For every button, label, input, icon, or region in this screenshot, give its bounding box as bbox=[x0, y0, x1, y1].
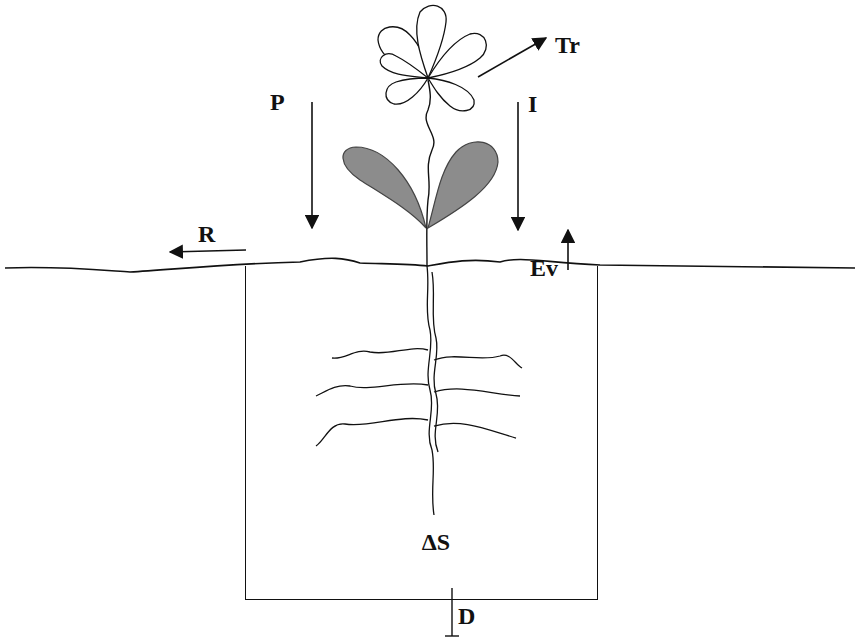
runoff-arrow bbox=[170, 250, 246, 252]
leaf bbox=[343, 147, 426, 228]
drainage-line bbox=[451, 588, 452, 636]
irrigation-label: I bbox=[528, 92, 537, 116]
precipitation-label: P bbox=[270, 90, 285, 114]
transpiration-label: Tr bbox=[555, 33, 580, 57]
drainage-label: D bbox=[458, 604, 475, 628]
evaporation-label: Ev bbox=[530, 256, 558, 280]
stem bbox=[426, 80, 434, 266]
leaf bbox=[428, 142, 498, 228]
irrigation-arrow bbox=[517, 102, 519, 230]
roots bbox=[316, 266, 522, 515]
runoff-label: R bbox=[198, 222, 215, 246]
transpiration-arrow bbox=[478, 38, 546, 77]
flower bbox=[378, 5, 486, 110]
evaporation-arrow bbox=[567, 230, 569, 270]
soil-volume: ΔS bbox=[245, 266, 598, 600]
drainage-tick bbox=[445, 635, 459, 636]
storage-label: ΔS bbox=[422, 530, 450, 554]
precipitation-arrow bbox=[311, 102, 313, 228]
